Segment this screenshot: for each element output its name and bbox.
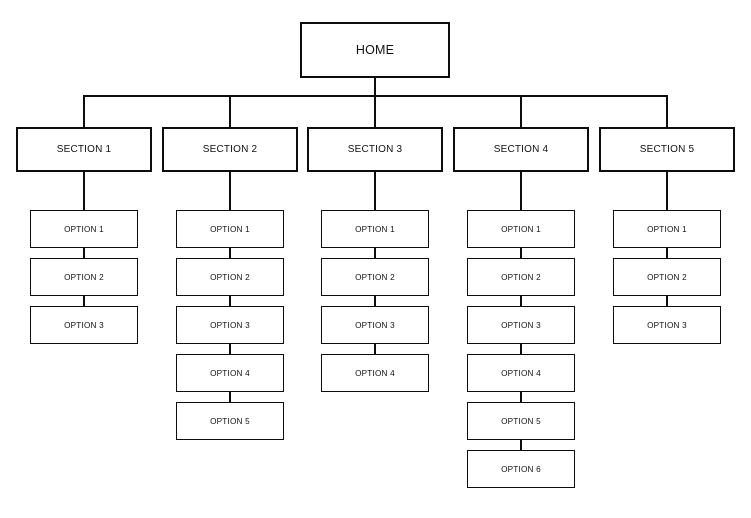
edge-section-5-to-option-1 (666, 172, 668, 210)
node-col2-option-5[interactable]: OPTION 5 (176, 402, 284, 440)
edge-bus-drop-3 (374, 95, 376, 127)
node-col5-option-2[interactable]: OPTION 2 (613, 258, 721, 296)
edge-bus-drop-4 (520, 95, 522, 127)
node-col3-option-3[interactable]: OPTION 3 (321, 306, 429, 344)
edge-col1-2-3 (83, 296, 85, 306)
node-col4-option-5[interactable]: OPTION 5 (467, 402, 575, 440)
edge-section-1-to-option-1 (83, 172, 85, 210)
edge-section-3-to-option-1 (374, 172, 376, 210)
node-col4-option-2[interactable]: OPTION 2 (467, 258, 575, 296)
node-col1-option-3[interactable]: OPTION 3 (30, 306, 138, 344)
node-col4-option-6[interactable]: OPTION 6 (467, 450, 575, 488)
node-col2-option-3[interactable]: OPTION 3 (176, 306, 284, 344)
edge-col2-4-5 (229, 392, 231, 402)
node-col5-option-3[interactable]: OPTION 3 (613, 306, 721, 344)
node-section-1[interactable]: SECTION 1 (16, 127, 152, 172)
edge-section-2-to-option-1 (229, 172, 231, 210)
node-col1-option-1[interactable]: OPTION 1 (30, 210, 138, 248)
edge-col2-2-3 (229, 296, 231, 306)
edge-col5-2-3 (666, 296, 668, 306)
node-col4-option-1[interactable]: OPTION 1 (467, 210, 575, 248)
edge-col2-1-2 (229, 248, 231, 258)
edge-col2-3-4 (229, 344, 231, 354)
edge-bus-drop-2 (229, 95, 231, 127)
edge-bus-drop-1 (83, 95, 85, 127)
edge-col3-2-3 (374, 296, 376, 306)
node-col3-option-1[interactable]: OPTION 1 (321, 210, 429, 248)
node-col2-option-4[interactable]: OPTION 4 (176, 354, 284, 392)
edge-section-4-to-option-1 (520, 172, 522, 210)
edge-col1-1-2 (83, 248, 85, 258)
edge-bus-drop-5 (666, 95, 668, 127)
edge-col4-1-2 (520, 248, 522, 258)
edge-col3-3-4 (374, 344, 376, 354)
node-col4-option-3[interactable]: OPTION 3 (467, 306, 575, 344)
edge-home-stem (374, 78, 376, 96)
node-home[interactable]: HOME (300, 22, 450, 78)
edge-col4-2-3 (520, 296, 522, 306)
edge-col5-1-2 (666, 248, 668, 258)
node-col2-option-2[interactable]: OPTION 2 (176, 258, 284, 296)
node-section-5[interactable]: SECTION 5 (599, 127, 735, 172)
node-col3-option-4[interactable]: OPTION 4 (321, 354, 429, 392)
node-section-4[interactable]: SECTION 4 (453, 127, 589, 172)
node-col5-option-1[interactable]: OPTION 1 (613, 210, 721, 248)
edge-col4-5-6 (520, 440, 522, 450)
node-section-2[interactable]: SECTION 2 (162, 127, 298, 172)
edge-col3-1-2 (374, 248, 376, 258)
node-col1-option-2[interactable]: OPTION 2 (30, 258, 138, 296)
edge-col4-4-5 (520, 392, 522, 402)
node-section-3[interactable]: SECTION 3 (307, 127, 443, 172)
edge-col4-3-4 (520, 344, 522, 354)
node-col2-option-1[interactable]: OPTION 1 (176, 210, 284, 248)
node-col3-option-2[interactable]: OPTION 2 (321, 258, 429, 296)
node-col4-option-4[interactable]: OPTION 4 (467, 354, 575, 392)
